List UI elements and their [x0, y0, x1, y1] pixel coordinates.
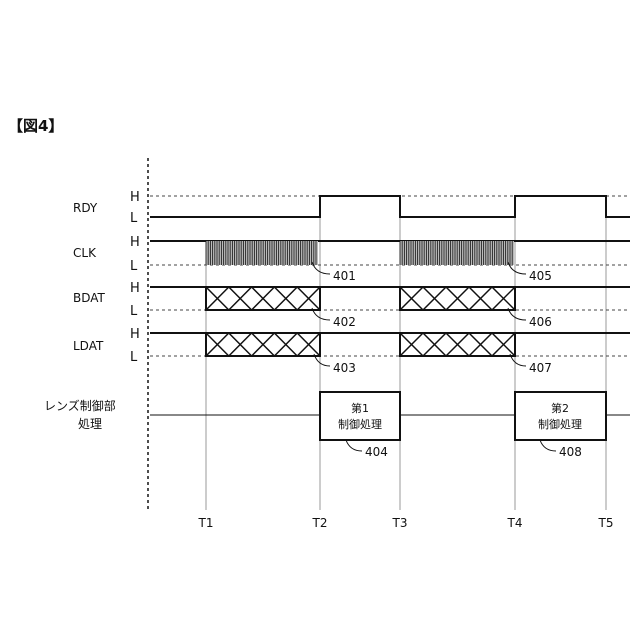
clk-burst-second [400, 241, 514, 265]
time-marker-t3: T3 [392, 516, 408, 530]
ldat-h-label: H [130, 327, 140, 342]
leader-408 [540, 440, 556, 451]
rdy-l-label: L [130, 211, 138, 226]
time-marker-t1: T1 [198, 516, 214, 530]
ref-407: 407 [529, 361, 552, 375]
process-box-first [320, 392, 400, 440]
lens-control-label-line1: レンズ制御部 [44, 398, 116, 413]
clk-burst-first [206, 241, 318, 265]
rdy-waveform [150, 196, 630, 217]
ref-404: 404 [365, 445, 388, 459]
process-box-second-line2: 制御処理 [538, 417, 582, 431]
signal-label-clk: CLK [73, 246, 97, 260]
bdat-h-label: H [130, 281, 140, 296]
time-marker-t4: T4 [507, 516, 523, 530]
signal-label-rdy: RDY [73, 201, 98, 215]
ldat-data-first [206, 333, 320, 356]
figure-label: 【図4】 [8, 117, 63, 135]
time-marker-t5: T5 [598, 516, 614, 530]
process-box-first-line1: 第1 [351, 401, 369, 415]
lens-control-label-line2: 処理 [78, 417, 102, 431]
ref-401: 401 [333, 269, 356, 283]
ldat-l-label: L [130, 350, 138, 365]
bdat-data-first [206, 287, 320, 310]
ldat-data-second [400, 333, 515, 356]
process-box-second-line1: 第2 [551, 401, 569, 415]
clk-burst-first-fill [206, 241, 318, 265]
ref-408: 408 [559, 445, 582, 459]
time-marker-t2: T2 [312, 516, 328, 530]
signal-label-ldat: LDAT [73, 339, 104, 353]
clk-l-label: L [130, 259, 138, 274]
ref-405: 405 [529, 269, 552, 283]
bdat-l-label: L [130, 304, 138, 319]
clk-h-label: H [130, 235, 140, 250]
bdat-data-second [400, 287, 515, 310]
signal-label-bdat: BDAT [73, 291, 106, 305]
leader-404 [346, 440, 362, 451]
process-box-first-line2: 制御処理 [338, 417, 382, 431]
ref-403: 403 [333, 361, 356, 375]
ref-402: 402 [333, 315, 356, 329]
rdy-h-label: H [130, 190, 140, 205]
process-box-second [515, 392, 606, 440]
ref-406: 406 [529, 315, 552, 329]
